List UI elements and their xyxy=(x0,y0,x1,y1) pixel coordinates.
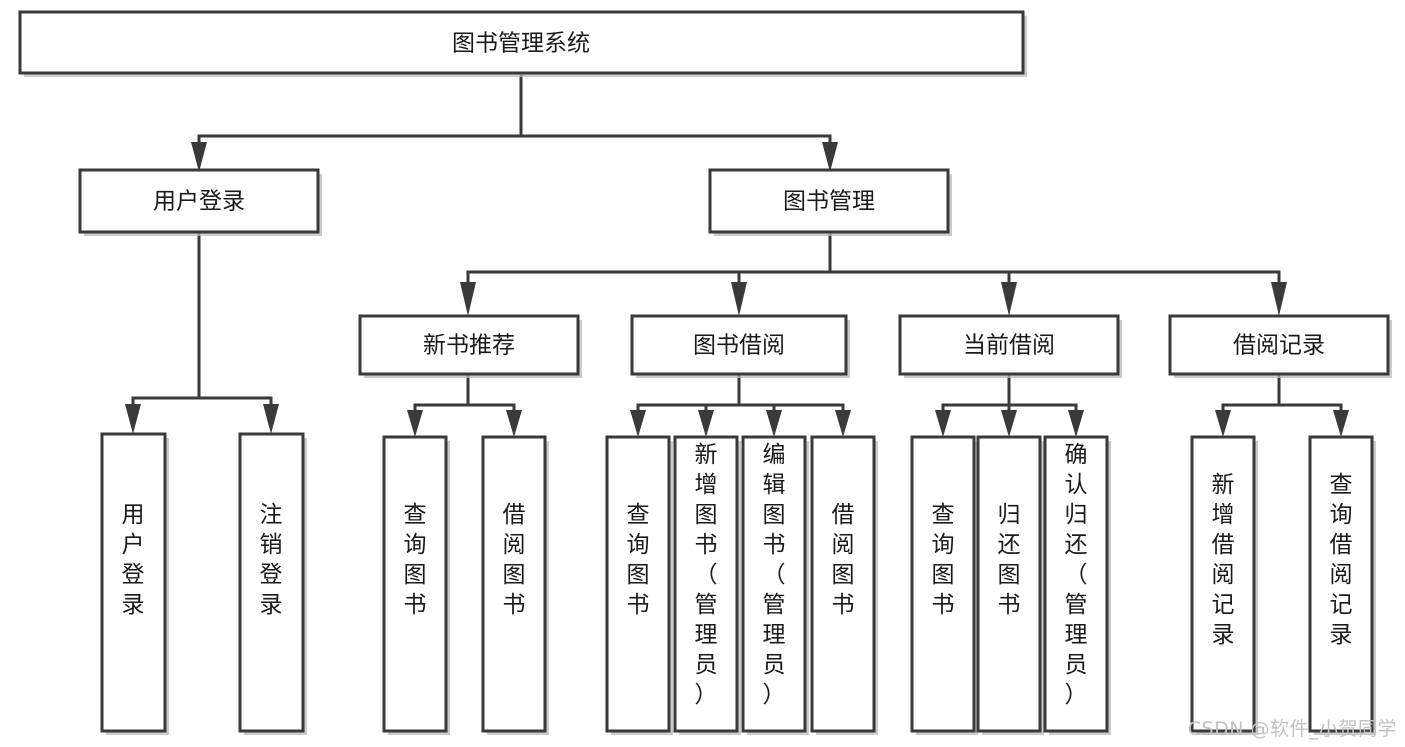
edge-l1a-bus xyxy=(131,232,273,417)
node-book-borrow[interactable]: 图书借阅 xyxy=(630,314,850,378)
edge-l2a-bus xyxy=(413,374,516,422)
leaf-query-borrow-record[interactable]: 查询借阅记录 xyxy=(1308,435,1376,735)
arrow-head-icon xyxy=(1271,282,1287,316)
arrow-head-icon xyxy=(731,282,747,316)
leaf-query-books-1[interactable]: 查询图书 xyxy=(382,435,450,735)
node-rect[interactable] xyxy=(481,435,547,733)
node-label: 查询图书 xyxy=(932,502,955,618)
arrow-head-icon xyxy=(1001,282,1017,316)
arrow-head-icon xyxy=(1333,410,1349,437)
node-rect[interactable] xyxy=(238,432,305,733)
node-label: 用户登录 xyxy=(122,502,145,618)
edge-l2d-bus xyxy=(1221,374,1343,422)
node-label: 当前借阅 xyxy=(963,333,1055,359)
leaf-query-books-2[interactable]: 查询图书 xyxy=(605,435,673,735)
arrow-head-icon xyxy=(766,410,782,437)
node-label: 新书推荐 xyxy=(423,333,515,359)
node-label: 新增借阅记录 xyxy=(1212,472,1235,648)
arrow-head-icon xyxy=(263,404,279,434)
node-label: 图书借阅 xyxy=(693,333,785,359)
leaf-user-login[interactable]: 用户登录 xyxy=(100,432,169,735)
node-rect[interactable] xyxy=(976,435,1042,733)
arrow-head-icon xyxy=(407,410,423,437)
node-label: 图书管理系统 xyxy=(452,31,590,57)
node-root[interactable]: 图书管理系统 xyxy=(18,10,1027,77)
arrow-head-icon xyxy=(1068,410,1084,437)
leaf-edit-book-admin[interactable]: 编辑图书（管理员） xyxy=(741,435,809,735)
node-rect[interactable] xyxy=(358,314,580,376)
node-current-borrow[interactable]: 当前借阅 xyxy=(898,314,1122,378)
node-rect[interactable] xyxy=(1168,314,1390,376)
leaf-confirm-return-admin[interactable]: 确认归还（管理员） xyxy=(1043,435,1111,735)
node-rect[interactable] xyxy=(18,10,1025,75)
arrow-head-icon xyxy=(1215,410,1231,437)
node-rect[interactable] xyxy=(630,314,848,376)
arrow-head-icon xyxy=(191,142,207,172)
node-rect[interactable] xyxy=(382,435,448,733)
leaf-return-books[interactable]: 归还图书 xyxy=(976,435,1044,735)
arrow-head-icon xyxy=(835,410,851,437)
node-label: 图书管理 xyxy=(783,189,875,215)
node-rect[interactable] xyxy=(1308,435,1374,733)
node-label: 用户登录 xyxy=(153,189,245,215)
node-borrow-record[interactable]: 借阅记录 xyxy=(1168,314,1392,378)
node-label: 查询图书 xyxy=(627,502,650,618)
arrowhead-layer xyxy=(125,142,1349,437)
node-label: 确认归还（管理员） xyxy=(1065,442,1088,708)
arrow-head-icon xyxy=(630,410,646,437)
arrow-head-icon xyxy=(935,410,951,437)
leaf-add-borrow-record[interactable]: 新增借阅记录 xyxy=(1190,435,1258,735)
arrow-head-icon xyxy=(460,282,476,316)
leaf-borrow-books-1[interactable]: 借阅图书 xyxy=(481,435,549,735)
node-rect[interactable] xyxy=(810,435,876,733)
node-user-login[interactable]: 用户登录 xyxy=(78,168,322,236)
node-label: 归还图书 xyxy=(998,502,1021,618)
node-rect[interactable] xyxy=(100,432,167,733)
arrow-head-icon xyxy=(698,410,714,437)
leaf-borrow-books-2[interactable]: 借阅图书 xyxy=(810,435,878,735)
node-rect[interactable] xyxy=(673,435,739,733)
node-rect[interactable] xyxy=(708,168,950,234)
node-label: 借阅记录 xyxy=(1233,333,1325,359)
node-label: 查询借阅记录 xyxy=(1330,472,1353,648)
arrow-head-icon xyxy=(822,142,838,172)
node-book-management[interactable]: 图书管理 xyxy=(708,168,952,236)
node-label: 查询图书 xyxy=(404,502,427,618)
csdn-watermark: CSDN @软件_小贺同学 xyxy=(1187,718,1397,740)
leaf-logout[interactable]: 注销登录 xyxy=(238,432,307,735)
edge-l2b-bus xyxy=(636,374,845,422)
node-label: 新增图书（管理员） xyxy=(695,442,718,708)
leaf-query-books-3[interactable]: 查询图书 xyxy=(910,435,978,735)
node-layer: 图书管理系统 用户登录 图书管理 新书推荐 xyxy=(18,10,1392,735)
node-label: 注销登录 xyxy=(260,502,283,618)
edge-l1b-bus xyxy=(466,232,1281,294)
node-rect[interactable] xyxy=(1043,435,1109,733)
node-label: 借阅图书 xyxy=(832,502,855,618)
arrow-head-icon xyxy=(1001,410,1017,437)
node-rect[interactable] xyxy=(741,435,807,733)
node-new-book-recommend[interactable]: 新书推荐 xyxy=(358,314,582,378)
node-rect[interactable] xyxy=(605,435,671,733)
node-label: 编辑图书（管理员） xyxy=(763,442,786,708)
node-label: 借阅图书 xyxy=(503,502,526,618)
arrow-head-icon xyxy=(125,404,141,434)
node-rect[interactable] xyxy=(898,314,1120,376)
leaf-add-book-admin[interactable]: 新增图书（管理员） xyxy=(673,435,741,735)
node-rect[interactable] xyxy=(1190,435,1256,733)
node-rect[interactable] xyxy=(910,435,976,733)
node-rect[interactable] xyxy=(78,168,320,234)
edge-root-bus xyxy=(197,74,832,154)
arrow-head-icon xyxy=(506,410,522,437)
